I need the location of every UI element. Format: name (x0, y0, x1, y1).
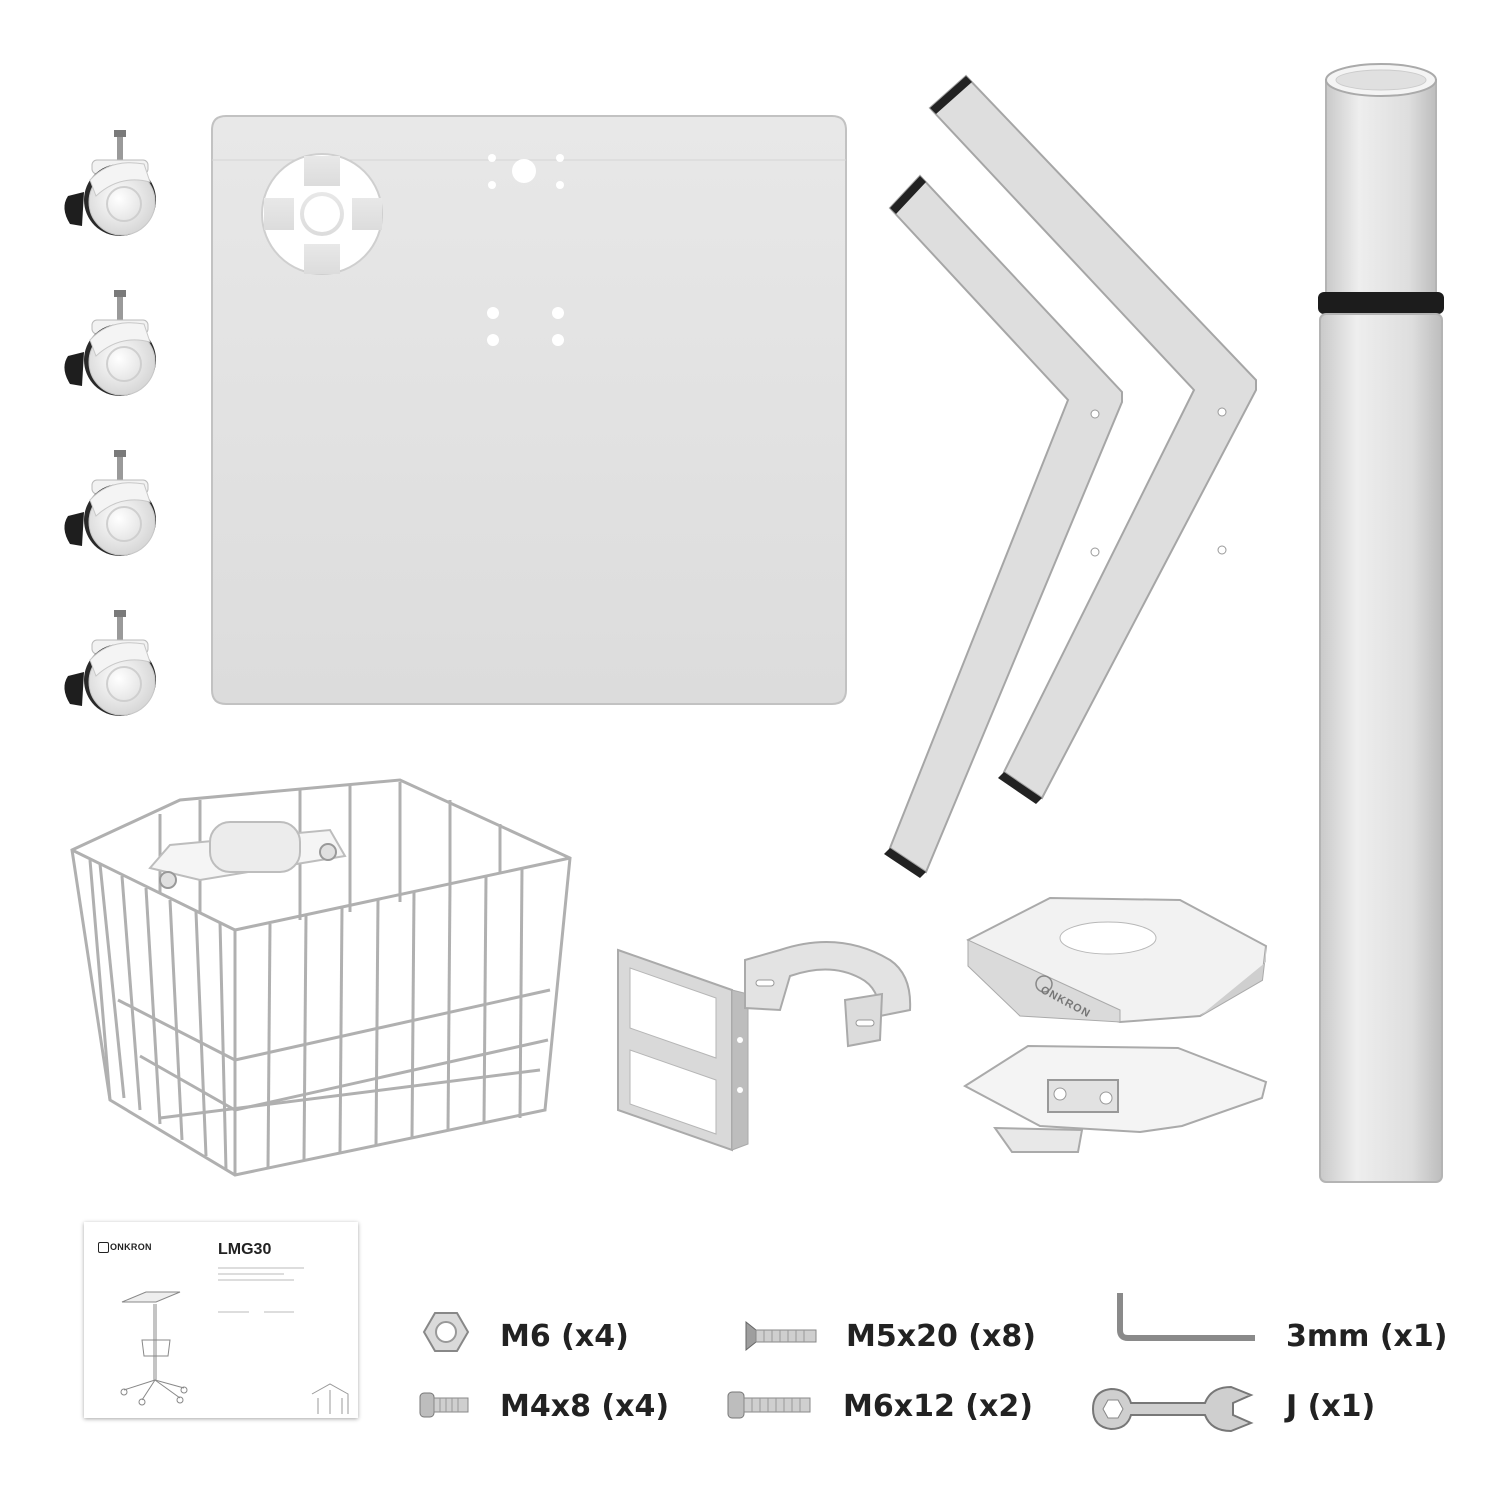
u-clamp-icon (744, 941, 912, 1048)
cart-illustration-icon (120, 1267, 349, 1414)
onkron-logo-icon (98, 1242, 109, 1253)
top-mount-plate-icon (966, 896, 1268, 1024)
allen-key-icon (1117, 1293, 1255, 1341)
caster-wheel-icon (63, 609, 157, 717)
telescopic-column-icon (1318, 63, 1444, 1183)
caster-wheel-icon (63, 129, 157, 237)
caster-wheel-icon (63, 289, 157, 397)
wire-basket-icon (70, 778, 572, 1177)
hardware-label-m6x12: M6x12 (x2) (843, 1389, 1033, 1424)
hardware-label-allen-key: 3mm (x1) (1286, 1319, 1448, 1354)
wrench-icon (1091, 1385, 1254, 1433)
manual-model: LMG30 (218, 1241, 272, 1258)
shelf-plate-icon (211, 115, 847, 705)
hardware-label-wrench: J (x1) (1286, 1389, 1376, 1424)
pan-head-screw-icon (419, 1392, 469, 1418)
hardware-label-m4x8: M4x8 (x4) (500, 1389, 670, 1424)
hardware-label-m5x20: M5x20 (x8) (846, 1319, 1036, 1354)
pan-head-screw-icon (727, 1391, 811, 1419)
instruction-manual: ONKRON LMG30 (84, 1222, 358, 1418)
countersunk-screw-icon (745, 1320, 817, 1352)
caster-wheel-icon (63, 449, 157, 557)
manual-brand: ONKRON (110, 1242, 152, 1252)
base-leg-icon (884, 174, 1123, 878)
base-leg-icon (928, 74, 1257, 804)
hex-nut-icon (422, 1312, 470, 1352)
hardware-label-m6: M6 (x4) (500, 1319, 629, 1354)
base-mount-plate-icon (963, 1044, 1268, 1153)
bracket-icon (617, 948, 749, 1152)
